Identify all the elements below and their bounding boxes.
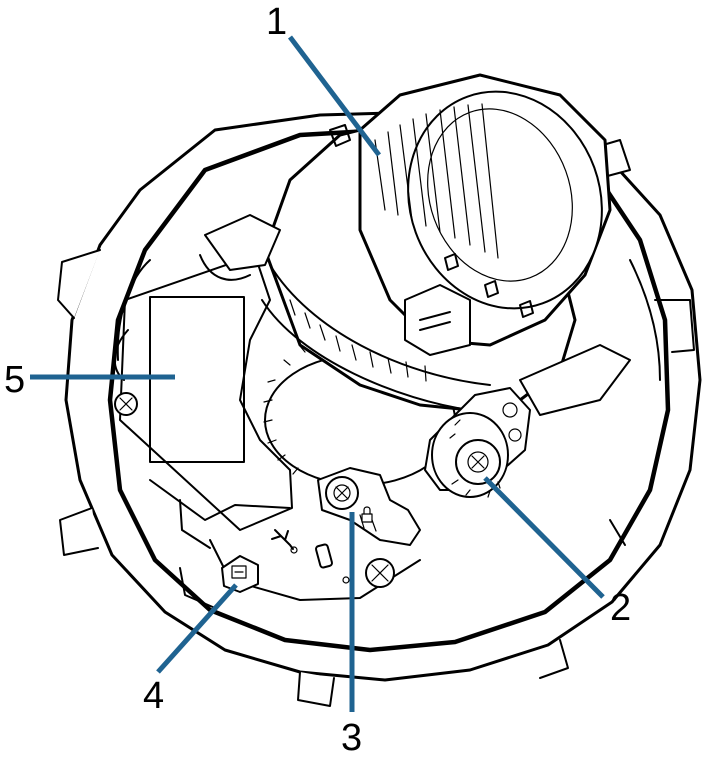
lock-icon (361, 506, 373, 523)
reset-button (221, 555, 259, 593)
tilt-lock-screw (317, 467, 421, 546)
callout-1: 1 (266, 1, 287, 43)
callout-4: 4 (143, 675, 164, 717)
leader-1 (288, 35, 381, 157)
mounting-screw-left (114, 392, 138, 416)
mounting-screw-bottom (365, 558, 395, 588)
callout-2: 2 (610, 587, 631, 629)
pan-lock-knob (424, 387, 531, 498)
indicator-led (342, 576, 350, 584)
callout-3: 3 (341, 717, 362, 759)
usb-icon (271, 529, 298, 554)
leader-2 (483, 476, 605, 599)
callout-leaders (30, 35, 605, 712)
camera-module (199, 73, 631, 416)
micro-usb-port (315, 543, 333, 569)
leader-4 (156, 583, 238, 674)
callout-5: 5 (4, 359, 25, 401)
